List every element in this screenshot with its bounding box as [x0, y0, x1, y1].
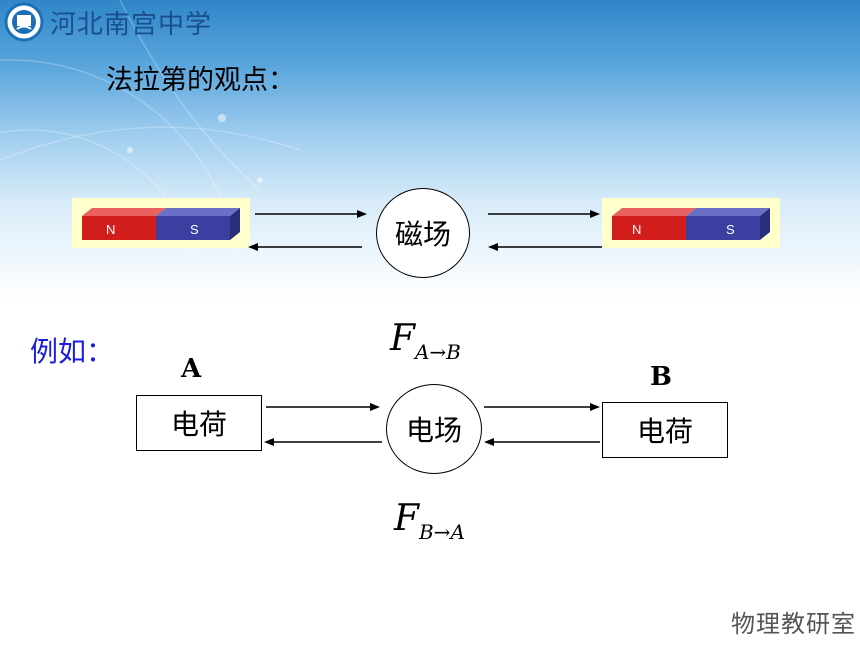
- force-a-to-b: FA→B: [390, 318, 461, 364]
- magnet-left: N S: [72, 198, 250, 248]
- arrow-right-icon: [266, 403, 380, 411]
- electric-field-circle: 电场: [386, 384, 482, 474]
- slide-title: 法拉第的观点：: [106, 65, 295, 96]
- arrow-right-icon: [484, 403, 600, 411]
- arrow-right-icon: [488, 210, 600, 218]
- label-a: A: [181, 354, 202, 384]
- charge-a-label: 电荷: [170, 408, 227, 441]
- magnet-right-s: S: [726, 222, 735, 237]
- charge-box-a: 电荷: [136, 395, 262, 451]
- electric-field-label: 电场: [405, 414, 462, 447]
- magnet-right-n: N: [632, 222, 641, 237]
- label-b: B: [650, 362, 672, 392]
- arrow-left-icon: [484, 438, 600, 446]
- arrow-left-icon: [264, 438, 382, 446]
- school-logo-icon: [4, 2, 44, 42]
- school-name: 河北南宫中学: [50, 9, 213, 40]
- arrow-right-icon: [255, 210, 367, 218]
- school-header: 河北南宫中学: [4, 2, 212, 42]
- background-decoration: [0, 0, 301, 300]
- magnetic-field-label: 磁场: [394, 218, 451, 251]
- example-label: 例如：: [30, 335, 115, 368]
- force-b-to-a: FB→A: [394, 498, 465, 544]
- magnet-right: N S: [602, 198, 780, 248]
- force-a-to-b-subscript: A→B: [414, 340, 461, 364]
- force-b-to-a-symbol: F: [394, 498, 419, 539]
- arrow-left-icon: [488, 243, 602, 251]
- charge-b-label: 电荷: [636, 415, 693, 448]
- magnet-left-n: N: [106, 222, 115, 237]
- magnet-left-s: S: [190, 222, 199, 237]
- magnetic-field-circle: 磁场: [376, 188, 470, 278]
- footer-department: 物理教研室: [731, 610, 856, 638]
- force-a-to-b-symbol: F: [390, 318, 415, 359]
- arrow-left-icon: [248, 243, 362, 251]
- force-b-to-a-subscript: B→A: [418, 520, 465, 544]
- charge-box-b: 电荷: [602, 402, 728, 458]
